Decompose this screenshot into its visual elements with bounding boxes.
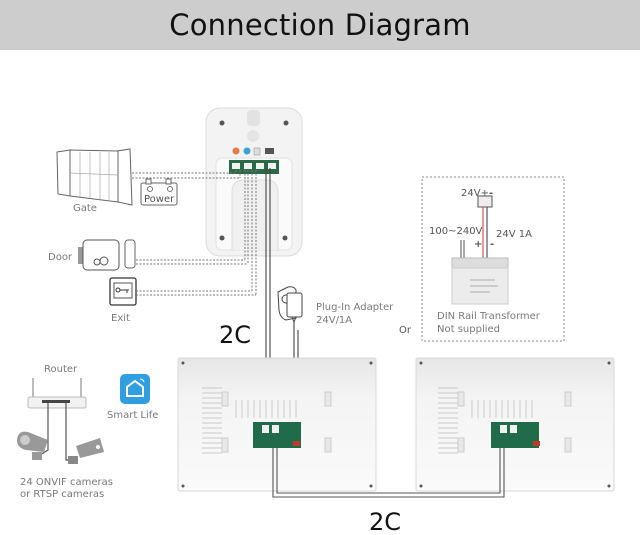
router-icon bbox=[27, 378, 87, 409]
or-label: Or bbox=[399, 325, 412, 336]
cameras-label-line1: 24 ONVIF cameras bbox=[20, 477, 113, 488]
door-lock-icon bbox=[78, 239, 136, 271]
din-rail-transformer-panel bbox=[421, 176, 565, 342]
gate-label: Gate bbox=[73, 203, 97, 214]
din-minus: - bbox=[490, 239, 494, 250]
2c-label-lower: 2C bbox=[369, 508, 401, 535]
din-label-line1: DIN Rail Transformer bbox=[437, 311, 541, 322]
power-label: Power bbox=[144, 194, 175, 205]
din-minus-top: - bbox=[489, 188, 493, 199]
door-wire bbox=[136, 259, 248, 265]
din-plus: + bbox=[474, 239, 482, 250]
smart-life-app-icon[interactable] bbox=[120, 374, 150, 404]
outdoor-station bbox=[205, 107, 303, 257]
din-input-label: 100~240V bbox=[429, 226, 483, 237]
camera-icon bbox=[17, 431, 48, 460]
power-icon bbox=[140, 178, 178, 206]
terminal-indicator-icon bbox=[232, 147, 240, 155]
din-label-line2: Not supplied bbox=[437, 324, 500, 335]
exit-wire bbox=[136, 290, 256, 296]
din-voltage-top: 24V+ bbox=[461, 188, 489, 199]
din-transformer-icon bbox=[451, 257, 509, 305]
adapter-label-line1: Plug-In Adapter bbox=[316, 302, 394, 313]
terminal-indicator-icon bbox=[243, 147, 251, 155]
exit-label: Exit bbox=[111, 313, 130, 324]
title-bar: Connection Diagram bbox=[0, 0, 640, 50]
exit-button-icon bbox=[109, 277, 137, 306]
2c-label-upper: 2C bbox=[219, 321, 251, 349]
indoor-monitor-1 bbox=[177, 357, 377, 492]
adapter-label-line2: 24V/1A bbox=[316, 315, 352, 326]
2c-cable-monitors bbox=[272, 448, 505, 498]
gate-wire bbox=[132, 172, 240, 179]
gate-icon bbox=[56, 148, 133, 206]
router-label: Router bbox=[44, 364, 78, 375]
camera-icon bbox=[68, 438, 104, 464]
smart-life-label: Smart Life bbox=[107, 410, 158, 421]
cameras-label-line2: or RTSP cameras bbox=[20, 489, 104, 500]
indoor-monitor-2 bbox=[415, 357, 615, 492]
page-title: Connection Diagram bbox=[169, 8, 471, 42]
door-label: Door bbox=[48, 252, 73, 263]
din-output-label: 24V 1A bbox=[496, 229, 532, 240]
